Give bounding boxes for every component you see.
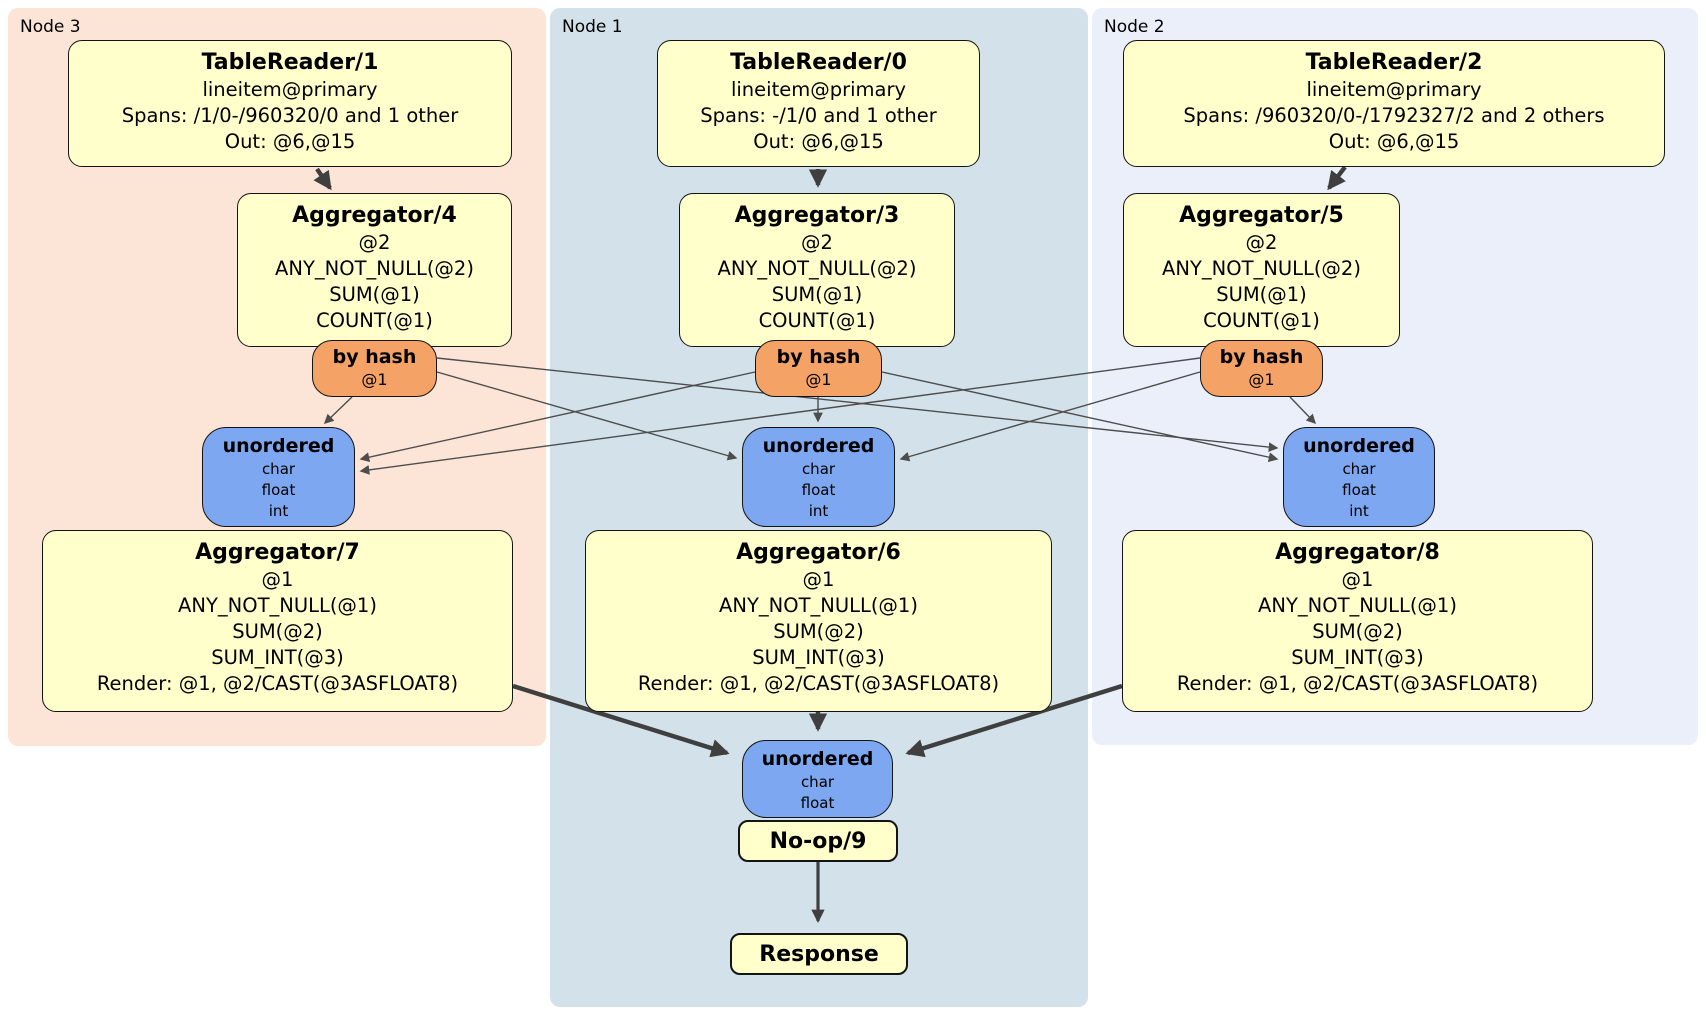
sync-type: char bbox=[800, 773, 835, 791]
processor-agg-line: COUNT(@1) bbox=[316, 309, 433, 332]
processor-aggregator-5: Aggregator/5 @2 ANY_NOT_NULL(@2) SUM(@1)… bbox=[1123, 193, 1400, 347]
processor-out-line: Out: @6,@15 bbox=[224, 130, 356, 153]
sync-type: int bbox=[808, 502, 829, 520]
router-columns: @1 bbox=[361, 370, 388, 389]
sync-unordered-node1: unordered char float int bbox=[742, 427, 895, 527]
processor-noop-9: No-op/9 bbox=[738, 820, 898, 862]
processor-agg-line: SUM(@2) bbox=[773, 620, 864, 643]
processor-group-line: @2 bbox=[358, 231, 391, 254]
processor-index-line: lineitem@primary bbox=[202, 78, 378, 101]
processor-aggregator-4: Aggregator/4 @2 ANY_NOT_NULL(@2) SUM(@1)… bbox=[237, 193, 512, 347]
processor-aggregator-8: Aggregator/8 @1 ANY_NOT_NULL(@1) SUM(@2)… bbox=[1122, 530, 1593, 712]
sync-type: int bbox=[1349, 502, 1369, 520]
processor-title: Aggregator/8 bbox=[1275, 540, 1440, 565]
processor-agg-line: SUM_INT(@3) bbox=[1291, 646, 1424, 669]
processor-title: Response bbox=[759, 941, 879, 967]
processor-agg-line: ANY_NOT_NULL(@2) bbox=[275, 257, 474, 280]
processor-render-line: Render: @1, @2/CAST(@3ASFLOAT8) bbox=[1176, 672, 1539, 695]
processor-group-line: @1 bbox=[1341, 568, 1374, 591]
sync-type: char bbox=[261, 460, 296, 478]
response-box: Response bbox=[730, 933, 908, 975]
node-3-label: Node 3 bbox=[20, 17, 81, 37]
processor-render-line: Render: @1, @2/CAST(@3ASFLOAT8) bbox=[637, 672, 1000, 695]
processor-agg-line: SUM(@1) bbox=[771, 283, 863, 306]
processor-agg-line: SUM(@2) bbox=[232, 620, 323, 643]
sync-type: char bbox=[1342, 460, 1376, 478]
sync-type: char bbox=[801, 460, 836, 478]
sync-title: unordered bbox=[1303, 435, 1415, 457]
processor-title: Aggregator/7 bbox=[195, 540, 360, 565]
router-columns: @1 bbox=[1248, 370, 1275, 389]
processor-title: Aggregator/4 bbox=[292, 203, 457, 228]
router-by-hash-node1: by hash @1 bbox=[755, 340, 882, 397]
processor-tablereader-1: TableReader/1 lineitem@primary Spans: /1… bbox=[68, 40, 512, 167]
processor-group-line: @2 bbox=[1245, 231, 1278, 254]
processor-agg-line: ANY_NOT_NULL(@1) bbox=[178, 594, 377, 617]
processor-agg-line: ANY_NOT_NULL(@2) bbox=[1162, 257, 1361, 280]
sync-unordered-node3: unordered char float int bbox=[202, 427, 355, 527]
processor-render-line: Render: @1, @2/CAST(@3ASFLOAT8) bbox=[96, 672, 459, 695]
sync-type: float bbox=[801, 481, 836, 499]
sync-title: unordered bbox=[222, 435, 335, 457]
processor-agg-line: SUM_INT(@3) bbox=[752, 646, 885, 669]
processor-title: Aggregator/3 bbox=[734, 203, 900, 228]
processor-agg-line: COUNT(@1) bbox=[758, 309, 876, 332]
router-title: by hash bbox=[776, 346, 861, 368]
processor-agg-line: ANY_NOT_NULL(@2) bbox=[717, 257, 917, 280]
processor-aggregator-7: Aggregator/7 @1 ANY_NOT_NULL(@1) SUM(@2)… bbox=[42, 530, 513, 712]
sync-type: float bbox=[800, 794, 835, 812]
processor-index-line: lineitem@primary bbox=[1306, 78, 1482, 101]
processor-group-line: @1 bbox=[261, 568, 294, 591]
processor-out-line: Out: @6,@15 bbox=[753, 130, 884, 153]
processor-tablereader-2: TableReader/2 lineitem@primary Spans: /9… bbox=[1123, 40, 1665, 167]
processor-agg-line: SUM(@1) bbox=[1216, 283, 1307, 306]
processor-spans-line: Spans: /960320/0-/1792327/2 and 2 others bbox=[1183, 104, 1605, 127]
processor-group-line: @2 bbox=[801, 231, 833, 254]
processor-tablereader-0: TableReader/0 lineitem@primary Spans: -/… bbox=[657, 40, 980, 167]
processor-spans-line: Spans: /1/0-/960320/0 and 1 other bbox=[121, 104, 459, 127]
sync-title: unordered bbox=[761, 748, 874, 770]
processor-title: TableReader/2 bbox=[1305, 50, 1483, 75]
processor-agg-line: SUM(@2) bbox=[1312, 620, 1403, 643]
processor-index-line: lineitem@primary bbox=[730, 78, 907, 101]
router-columns: @1 bbox=[805, 370, 832, 389]
node-1-label: Node 1 bbox=[562, 17, 623, 37]
processor-aggregator-6: Aggregator/6 @1 ANY_NOT_NULL(@1) SUM(@2)… bbox=[585, 530, 1052, 712]
processor-agg-line: ANY_NOT_NULL(@1) bbox=[1258, 594, 1457, 617]
processor-agg-line: COUNT(@1) bbox=[1203, 309, 1320, 332]
processor-title: TableReader/1 bbox=[201, 50, 379, 75]
processor-title: Aggregator/5 bbox=[1179, 203, 1344, 228]
sync-unordered-final: unordered char float bbox=[742, 740, 893, 818]
sync-type: int bbox=[268, 502, 289, 520]
router-title: by hash bbox=[332, 346, 417, 368]
processor-title: TableReader/0 bbox=[730, 50, 907, 75]
router-title: by hash bbox=[1219, 346, 1304, 368]
processor-agg-line: SUM_INT(@3) bbox=[211, 646, 344, 669]
sync-unordered-node2: unordered char float int bbox=[1283, 427, 1435, 527]
processor-title: No-op/9 bbox=[769, 828, 867, 854]
processor-aggregator-3: Aggregator/3 @2 ANY_NOT_NULL(@2) SUM(@1)… bbox=[679, 193, 955, 347]
router-by-hash-node3: by hash @1 bbox=[312, 340, 437, 397]
sync-title: unordered bbox=[762, 435, 875, 457]
processor-agg-line: SUM(@1) bbox=[329, 283, 420, 306]
sync-type: float bbox=[1342, 481, 1376, 499]
sync-type: float bbox=[261, 481, 296, 499]
processor-group-line: @1 bbox=[802, 568, 835, 591]
processor-spans-line: Spans: -/1/0 and 1 other bbox=[700, 104, 937, 127]
processor-out-line: Out: @6,@15 bbox=[1328, 130, 1460, 153]
processor-agg-line: ANY_NOT_NULL(@1) bbox=[719, 594, 918, 617]
processor-title: Aggregator/6 bbox=[736, 540, 901, 565]
router-by-hash-node2: by hash @1 bbox=[1200, 340, 1323, 397]
node-2-label: Node 2 bbox=[1104, 17, 1165, 37]
